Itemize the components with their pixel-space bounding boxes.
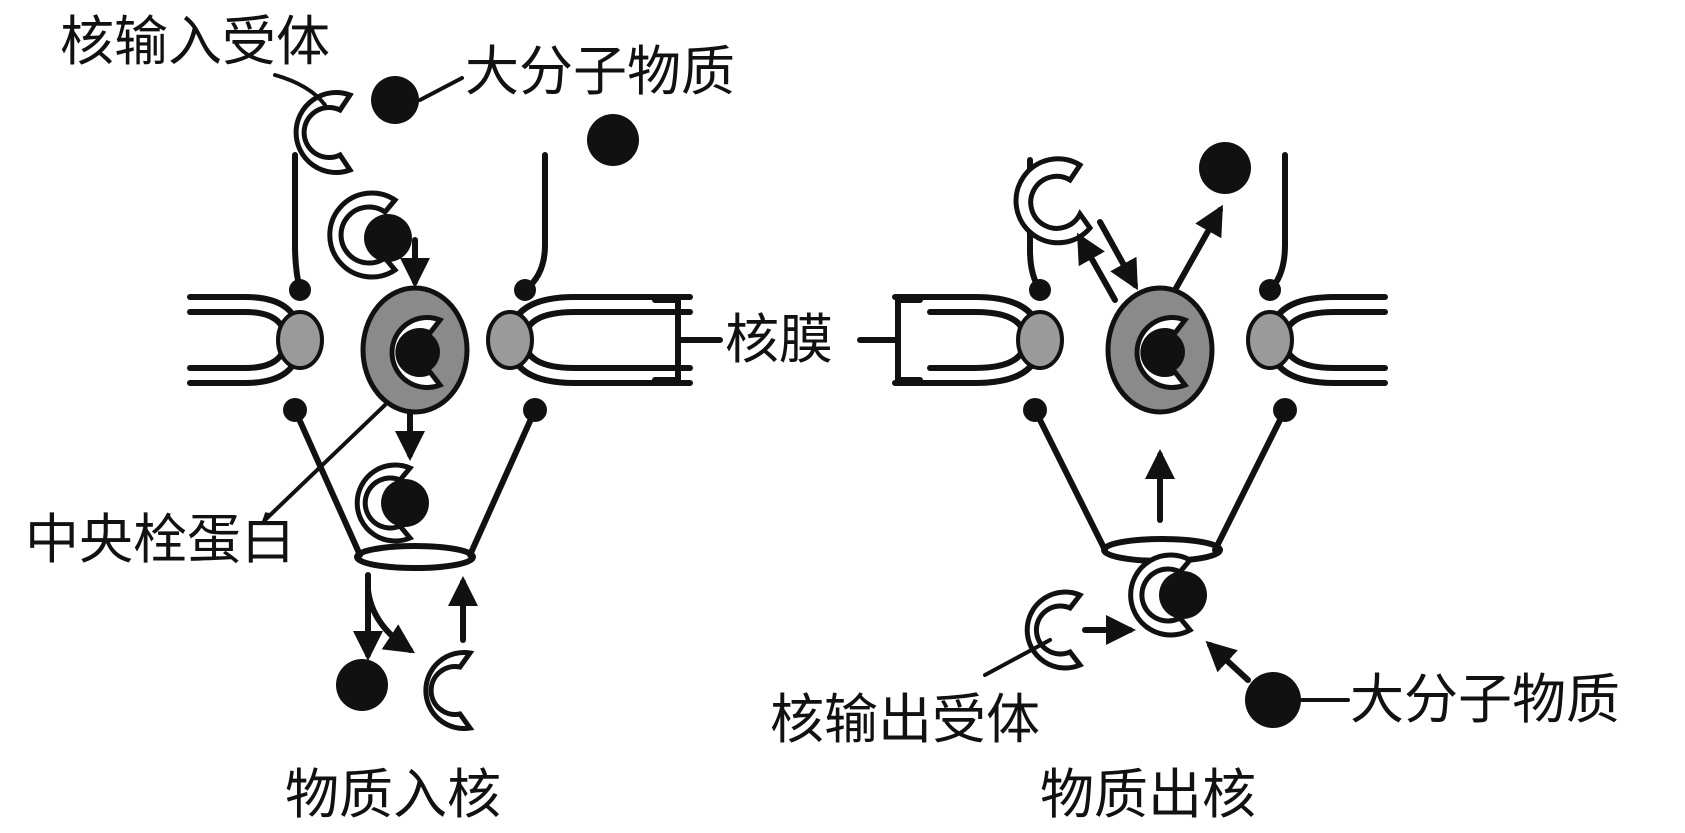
left-envelope-inner-membrane bbox=[187, 309, 288, 371]
r-free-macromolecule bbox=[1245, 672, 1301, 728]
r-arrow-receptor-out bbox=[1077, 232, 1118, 303]
released-macromolecule bbox=[336, 659, 388, 711]
filament-knob-left-top bbox=[289, 279, 311, 301]
r-pore-subunit-left bbox=[1016, 310, 1064, 370]
pore-subunit-left bbox=[276, 310, 324, 370]
nuclear-basket-ring bbox=[354, 543, 476, 571]
r-exported-macromolecule bbox=[1199, 142, 1251, 194]
right-panel-export: 核输出受体 大分子物质 物质出核 bbox=[770, 142, 1620, 826]
cargo-upper bbox=[364, 214, 412, 262]
r-pore-subunit-right bbox=[1246, 310, 1294, 370]
r-nuclear-basket-strand-left bbox=[1032, 407, 1108, 553]
r-complex-at-basket bbox=[1128, 552, 1194, 638]
caption-export: 物质出核 bbox=[1040, 763, 1256, 826]
right-envelope-inner-membrane bbox=[522, 309, 693, 371]
nuclear-basket-strand-right bbox=[467, 407, 538, 558]
label-export-receptor: 核输出受体 bbox=[770, 688, 1040, 751]
r-left-envelope-inner-membrane bbox=[927, 309, 1028, 371]
r-arrow-cargo-bind bbox=[1205, 640, 1251, 683]
nuclear-basket-strand-left bbox=[292, 407, 363, 558]
caption-import: 物质入核 bbox=[285, 763, 501, 826]
r-nuclear-basket-strand-right bbox=[1212, 407, 1288, 553]
cargo-in-plug bbox=[396, 330, 440, 374]
cargo-lower bbox=[381, 479, 429, 527]
r-export-receptor-pointer bbox=[983, 638, 1052, 677]
macromolecule-top-2 bbox=[587, 114, 639, 166]
r-arrow-cargo-out bbox=[1172, 204, 1223, 293]
receptor-cargo-complex-upper bbox=[327, 190, 399, 280]
label-macromolecule-left: 大分子物质 bbox=[465, 40, 735, 103]
cytoplasmic-filament-right bbox=[522, 152, 548, 293]
import-receptor-free bbox=[293, 90, 354, 175]
r-exported-receptor bbox=[1013, 156, 1094, 246]
envelope-bracket bbox=[652, 297, 723, 383]
macromolecule-top-1 bbox=[371, 76, 419, 124]
pore-subunit-right bbox=[486, 310, 534, 370]
arrow-receptor-branch bbox=[365, 587, 416, 654]
r-cytoplasmic-filament-right bbox=[1267, 152, 1288, 293]
import-receptor-pointer bbox=[273, 73, 327, 107]
r-filament-knob-right-top bbox=[1259, 279, 1281, 301]
label-nuclear-envelope: 核膜 bbox=[725, 308, 833, 371]
released-import-receptor bbox=[423, 650, 475, 731]
r-cargo-in-plug bbox=[1141, 330, 1185, 374]
central-plug-pointer bbox=[263, 403, 387, 522]
cytoplasmic-filament-left bbox=[292, 152, 303, 293]
label-macromolecule-right: 大分子物质 bbox=[1350, 668, 1620, 731]
label-import-receptor: 核输入受体 bbox=[60, 10, 330, 73]
macromolecule-pointer bbox=[418, 76, 464, 102]
receptor-cargo-complex-lower bbox=[354, 462, 415, 544]
r-cargo-at-basket bbox=[1159, 571, 1207, 619]
r-filament-knob-left-top bbox=[1029, 279, 1051, 301]
r-arrow-receptor-back bbox=[1097, 219, 1138, 291]
r-right-envelope-inner-membrane bbox=[1282, 309, 1388, 371]
r-free-export-receptor bbox=[1024, 589, 1084, 671]
r-envelope-bracket bbox=[857, 297, 923, 383]
label-central-plug: 中央栓蛋白 bbox=[25, 508, 295, 571]
filament-knob-right-top bbox=[514, 279, 536, 301]
left-panel-import: 核输入受体 大分子物质 核膜 中央栓蛋白 物质入核 bbox=[25, 10, 833, 826]
